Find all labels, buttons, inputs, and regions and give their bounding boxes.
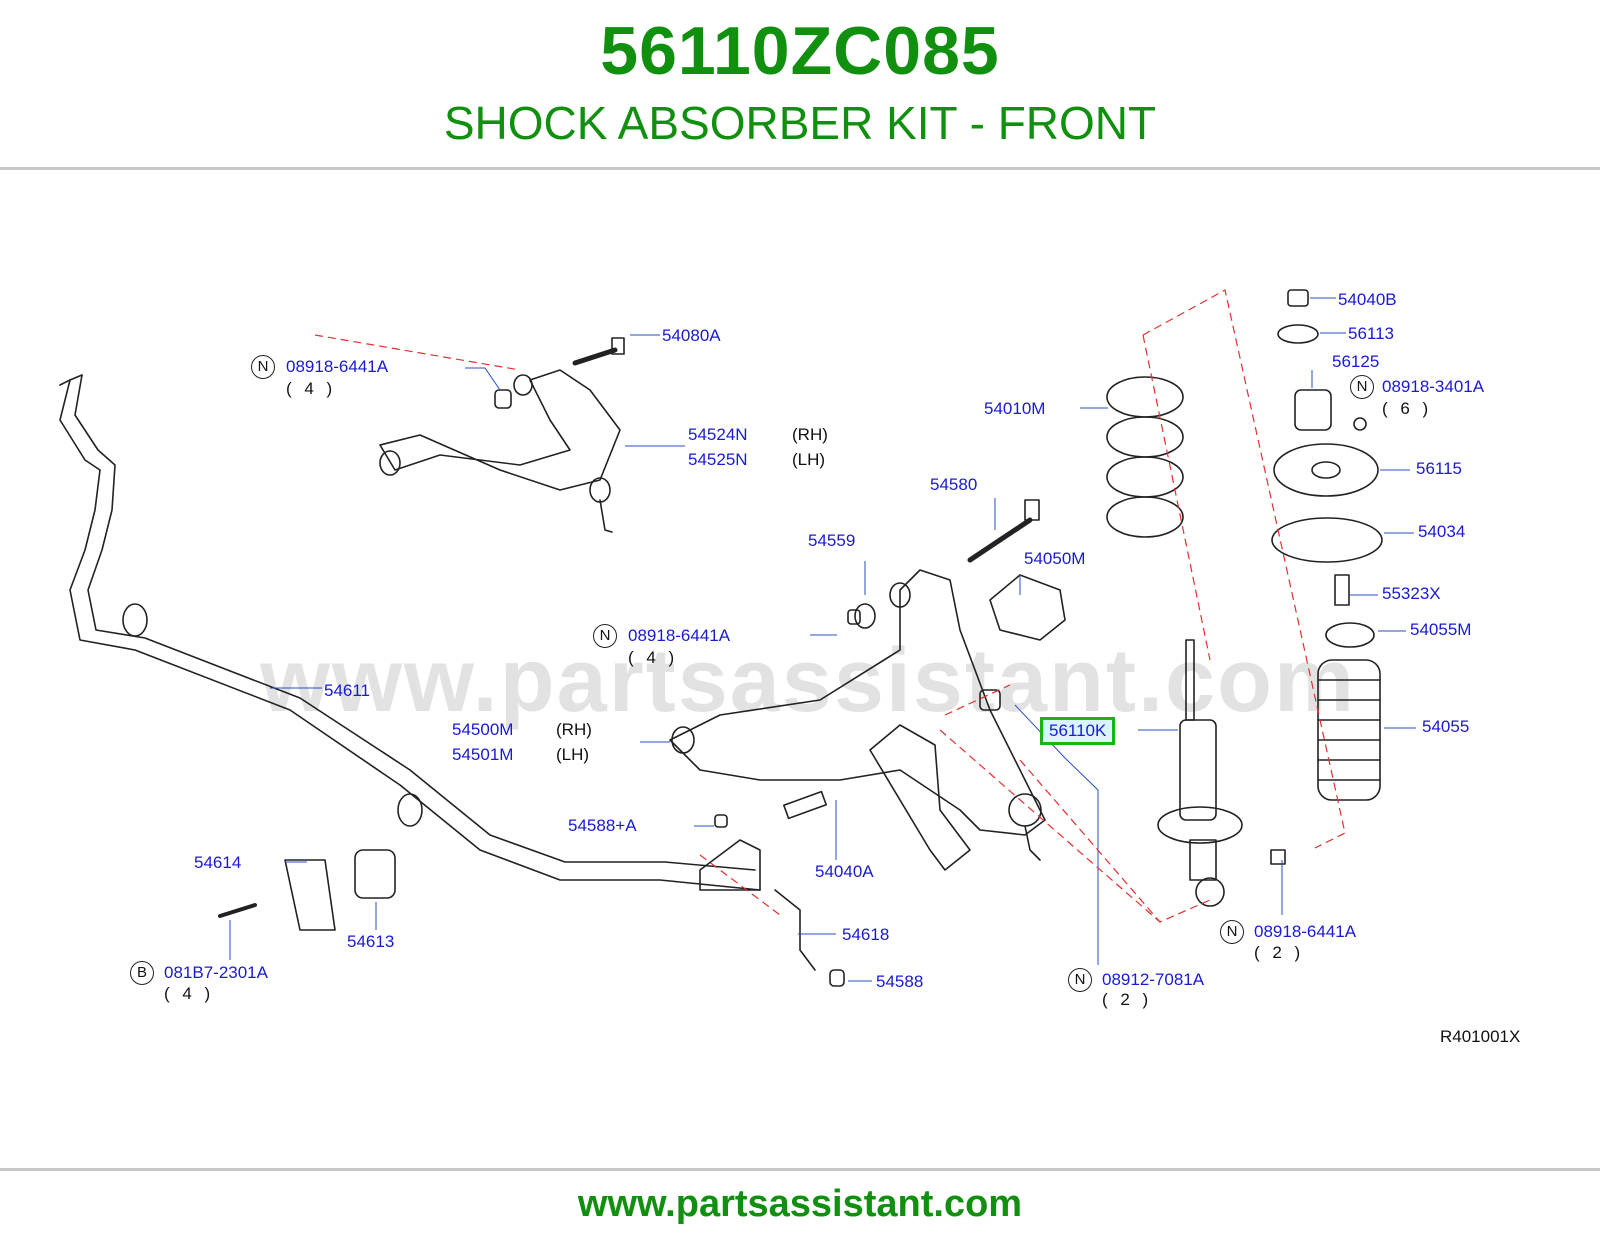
badge-n: N — [1350, 375, 1374, 399]
badge-b: B — [130, 961, 154, 985]
footer-divider — [0, 1168, 1600, 1171]
callout-54055[interactable]: 54055 — [1422, 717, 1470, 736]
page-header: 56110ZC085 SHOCK ABSORBER KIT - FRONT — [0, 0, 1600, 168]
badge-n: N — [251, 355, 275, 379]
callout-54050M[interactable]: 54050M — [1024, 549, 1086, 568]
side-lh: (LH) — [556, 745, 590, 764]
callout-54580[interactable]: 54580 — [930, 475, 978, 494]
callout-54010M[interactable]: 54010M — [984, 399, 1046, 418]
quantity-6: ( 6 ) — [1382, 399, 1433, 418]
callout-54055M[interactable]: 54055M — [1410, 620, 1472, 639]
callout-08912-7081A[interactable]: 08912-7081A — [1102, 970, 1205, 989]
callout-54618[interactable]: 54618 — [842, 925, 890, 944]
lower-arm-drawing — [669, 569, 1046, 871]
diagram-drawing — [59, 289, 1416, 987]
quantity-4: ( 4 ) — [628, 648, 679, 667]
side-rh: (RH) — [792, 425, 828, 444]
quantity-4: ( 4 ) — [286, 379, 337, 398]
callout-54034[interactable]: 54034 — [1418, 522, 1466, 541]
callout-08918-6441A-middle[interactable]: 08918-6441A — [628, 626, 731, 645]
upper-arm-drawing — [379, 337, 625, 533]
callout-54524N[interactable]: 54524N — [688, 425, 748, 444]
callout-08918-3401A[interactable]: 08918-3401A — [1382, 377, 1485, 396]
callout-54559[interactable]: 54559 — [808, 531, 856, 550]
callout-56110K-highlighted[interactable]: 56110K — [1040, 717, 1116, 745]
parts-diagram: www.partsassistant.com — [0, 170, 1600, 1166]
callout-54588[interactable]: 54588 — [876, 972, 924, 991]
shock-absorber-drawing — [1157, 639, 1286, 907]
callout-54588A[interactable]: 54588+A — [568, 816, 637, 835]
badge-n: N — [1220, 920, 1244, 944]
side-lh: (LH) — [792, 450, 826, 469]
callout-54080A[interactable]: 54080A — [662, 326, 721, 345]
quantity-2: ( 2 ) — [1254, 943, 1305, 962]
callout-08918-6441A-upper[interactable]: 08918-6441A — [286, 357, 389, 376]
callout-54614[interactable]: 54614 — [194, 853, 242, 872]
callout-081B7-2301A[interactable]: 081B7-2301A — [164, 963, 268, 982]
callout-54613[interactable]: 54613 — [347, 932, 395, 951]
callout-54500M[interactable]: 54500M — [452, 720, 514, 739]
part-number-title: 56110ZC085 — [600, 13, 1000, 89]
footer-website-link[interactable]: www.partsassistant.com — [577, 1183, 1023, 1225]
badge-n: N — [1068, 968, 1092, 992]
callout-56113[interactable]: 56113 — [1348, 324, 1395, 343]
leader-lines — [229, 297, 1416, 982]
watermark: www.partsassistant.com — [260, 631, 1357, 731]
coil-spring-drawing — [1106, 376, 1184, 538]
callout-54525N[interactable]: 54525N — [688, 450, 748, 469]
callout-08918-6441A-lower[interactable]: 08918-6441A — [1254, 922, 1357, 941]
quantity-4: ( 4 ) — [164, 984, 215, 1003]
strut-stack-drawing — [1271, 289, 1383, 801]
badge-n: N — [593, 624, 617, 648]
quantity-2: ( 2 ) — [1102, 990, 1153, 1009]
callout-55323X[interactable]: 55323X — [1382, 584, 1441, 603]
callout-54040A[interactable]: 54040A — [815, 862, 874, 881]
header-divider — [0, 167, 1600, 170]
callout-54501M[interactable]: 54501M — [452, 745, 514, 764]
callout-56125[interactable]: 56125 — [1332, 352, 1380, 371]
part-description-title: SHOCK ABSORBER KIT - FRONT — [443, 97, 1157, 149]
callout-54611[interactable]: 54611 — [324, 681, 371, 700]
stabilizer-bar-drawing — [59, 374, 761, 891]
callout-56115[interactable]: 56115 — [1416, 459, 1463, 478]
side-rh: (RH) — [556, 720, 592, 739]
diagram-reference-code: R401001X — [1440, 1027, 1521, 1046]
callout-54040B[interactable]: 54040B — [1338, 290, 1397, 309]
assembly-outline — [314, 289, 1346, 923]
